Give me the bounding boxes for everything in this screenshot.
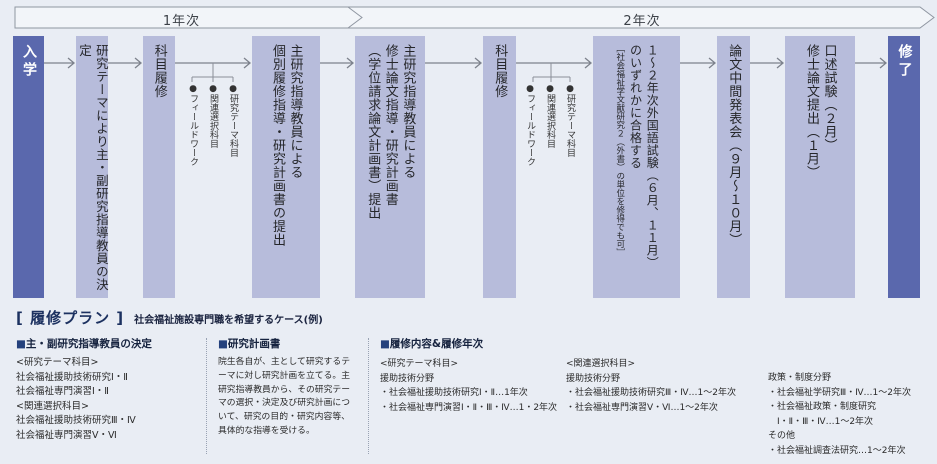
step-label: 入学 <box>20 44 37 80</box>
plan-section-advisor-decision: ■主・副研究指導教員の決定 <研究テーマ科目> 社会福祉援助技術研究Ⅰ・Ⅱ 社会… <box>16 336 198 443</box>
plan-section-research-plan: ■研究計画書 院生各自が、主として研究するテーマに対し研究計画を立てる。主研究指… <box>218 336 350 439</box>
plan-title: [ 履修プラン ] <box>16 309 125 327</box>
step-foreign-language-exam: １～２年次外国語試験（６月、１１月） のいずれかに合格する ［社会福祉学文献研究… <box>593 36 680 298</box>
section-marker: ■ <box>16 338 26 350</box>
step-label: 科目履修 <box>151 44 167 98</box>
course-category-branch-y1: ●研究テーマ科目 ●関連選択科目 ●フィールドワーク <box>183 84 243 199</box>
year1-banner-label: 1年次 <box>162 14 201 29</box>
section-heading: ■主・副研究指導教員の決定 <box>16 336 198 351</box>
step-theme-advisor-decision: 研究テーマにより主・副研究指導教員の決定 <box>76 36 109 298</box>
section-heading-text: 主・副研究指導教員の決定 <box>25 338 152 350</box>
step-label-group: １～２年次外国語試験（６月、１１月） のいずれかに合格する ［社会福祉学文献研究… <box>613 44 661 269</box>
step-thesis-guidance-plan: 主研究指導教員による 修士論文指導・研究計画書 （学位請求論文計画書）提出 <box>355 36 425 298</box>
step-note: ［社会福祉学文献研究２（外書）の単位を修得でも可］ <box>614 44 625 257</box>
flow-arrow <box>855 57 888 69</box>
branch-item: ●フィールドワーク <box>188 84 198 166</box>
plan-subtitle: 社会福祉施設専門職を希望するケース(例) <box>134 315 323 326</box>
section-marker: ■ <box>380 338 390 350</box>
flow-arrow <box>680 57 717 69</box>
step-individual-guidance-plan: 主研究指導教員による 個別履修指導・研究計画書の提出 <box>252 36 320 298</box>
section-lines: <研究テーマ科目> 社会福祉援助技術研究Ⅰ・Ⅱ 社会福祉専門演習Ⅰ・Ⅱ <関連選… <box>16 357 136 441</box>
flow-arrow <box>516 57 593 69</box>
step-label: 主研究指導教員による 個別履修指導・研究計画書の提出 <box>270 44 303 247</box>
step-label: 研究テーマにより主・副研究指導教員の決定 <box>77 44 109 291</box>
flow-arrow <box>44 57 76 69</box>
section-heading-text: 履修内容&履修年次 <box>389 338 484 350</box>
section-body: 院生各自が、主として研究するテーマに対し研究計画を立てる。主研究指導教員から、そ… <box>218 357 350 436</box>
plan-section-curriculum: ■履修内容&履修年次 <研究テーマ科目> 援助技術分野 ・社会福祉援助技術研究Ⅰ… <box>380 336 930 456</box>
section-heading: ■履修内容&履修年次 <box>380 336 930 351</box>
dotted-divider <box>368 338 369 454</box>
course-category-branch-y2: ●研究テーマ科目 ●関連選択科目 ●フィールドワーク <box>520 84 580 199</box>
curriculum-col-related-electives: <関連選択科目> 援助技術分野 ・社会福祉援助技術研究Ⅲ・Ⅳ…1～2年次 ・社会… <box>566 357 766 415</box>
step-label: 修了 <box>896 44 913 80</box>
flow-arrow <box>175 57 252 69</box>
curriculum-col-theme-subjects: <研究テーマ科目> 援助技術分野 ・社会福祉援助技術研究Ⅰ・Ⅱ…1年次 ・社会福… <box>380 357 570 415</box>
flow-arrow <box>425 57 483 69</box>
flow-arrow <box>320 57 355 69</box>
step-label: 科目履修 <box>492 44 508 98</box>
branch-connector-y2 <box>532 63 571 82</box>
branch-connector-y1 <box>191 63 234 82</box>
step-label: 論文中間発表会（９月～１０月） <box>726 44 742 247</box>
section-lines: 政策・制度分野 ・社会福祉学研究Ⅲ・Ⅳ…1～2年次 ・社会福祉政策・制度研究 Ⅰ… <box>768 373 911 456</box>
step-course-registration-y2: 科目履修 <box>483 36 516 298</box>
step-oral-exam-thesis-submission: 口述試験（２月） 修士論文提出（１月） <box>785 36 855 298</box>
step-completion: 修了 <box>888 36 920 298</box>
timeline-banner-divider-chevron <box>347 6 363 29</box>
plan-title-row: [ 履修プラン ] 社会福祉施設専門職を希望するケース(例) <box>16 307 323 328</box>
section-lines: <関連選択科目> 援助技術分野 ・社会福祉援助技術研究Ⅲ・Ⅳ…1～2年次 ・社会… <box>566 359 736 413</box>
branch-item: ●関連選択科目 <box>208 84 218 148</box>
branch-item: ●研究テーマ科目 <box>565 84 575 157</box>
section-heading: ■研究計画書 <box>218 336 350 351</box>
step-interim-presentation: 論文中間発表会（９月～１０月） <box>717 36 750 298</box>
step-label: 主研究指導教員による 修士論文指導・研究計画書 （学位請求論文計画書）提出 <box>365 44 416 220</box>
year2-banner-label: 2年次 <box>623 14 661 29</box>
step-admission: 入学 <box>13 36 44 298</box>
curriculum-col-policy-other: 政策・制度分野 ・社会福祉学研究Ⅲ・Ⅳ…1～2年次 ・社会福祉政策・制度研究 Ⅰ… <box>768 371 928 458</box>
section-heading-text: 研究計画書 <box>227 338 281 350</box>
section-marker: ■ <box>218 338 228 350</box>
step-label: １～２年次外国語試験（６月、１１月） のいずれかに合格する <box>628 44 660 269</box>
step-label: 口述試験（２月） 修士論文提出（１月） <box>804 44 837 179</box>
step-course-registration-y1: 科目履修 <box>143 36 175 298</box>
branch-item: ●関連選択科目 <box>545 84 555 148</box>
dotted-divider <box>206 338 207 454</box>
branch-item: ●フィールドワーク <box>525 84 535 166</box>
flow-arrow <box>108 57 143 69</box>
branch-item: ●研究テーマ科目 <box>228 84 238 157</box>
flow-arrow <box>750 57 785 69</box>
section-lines: <研究テーマ科目> 援助技術分野 ・社会福祉援助技術研究Ⅰ・Ⅱ…1年次 ・社会福… <box>380 359 558 413</box>
